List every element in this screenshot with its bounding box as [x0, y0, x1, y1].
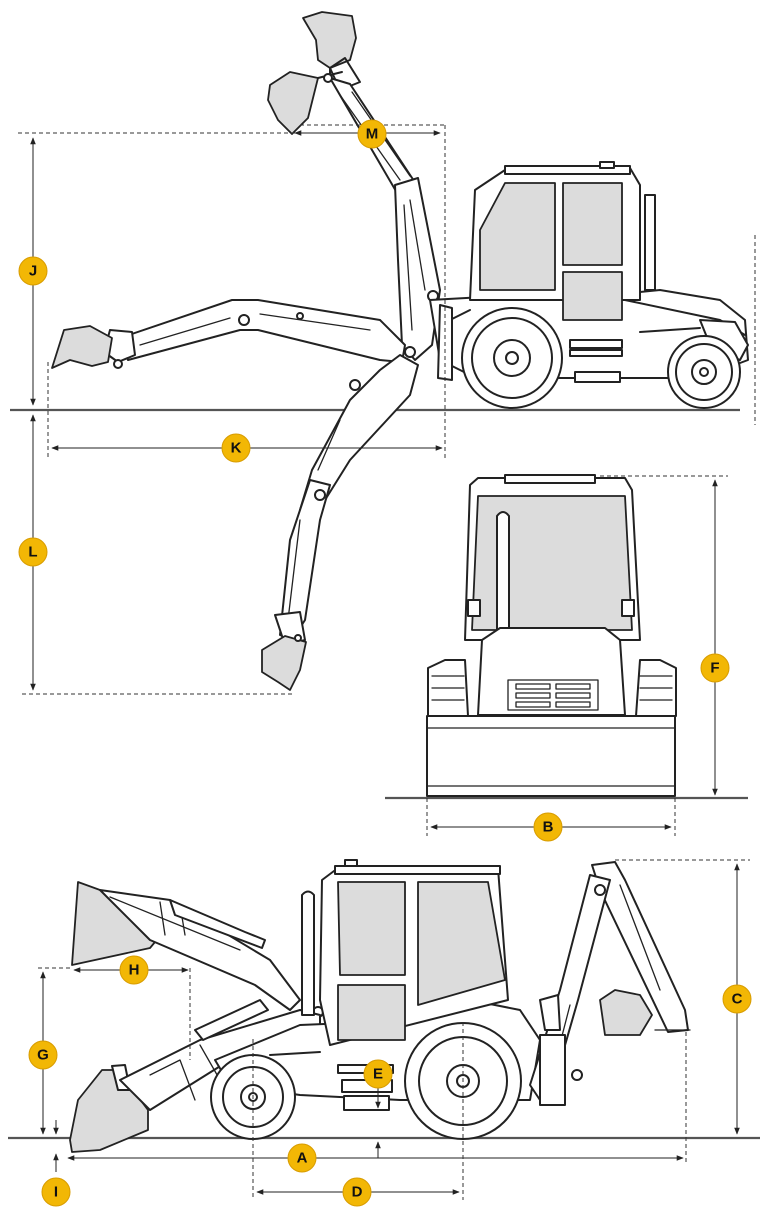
dimension-badge-a: A	[287, 1143, 317, 1173]
front-mirror-right	[621, 599, 635, 617]
dimension-label-a: A	[297, 1150, 308, 1167]
front-windshield	[471, 495, 633, 631]
dimension-badge-l: L	[18, 537, 48, 567]
dimension-badge-d: D	[342, 1177, 372, 1207]
dimension-label-j: J	[29, 263, 37, 280]
front-hood	[477, 627, 626, 716]
dimension-label-c: C	[732, 991, 743, 1008]
front-view: F B	[385, 474, 748, 842]
dimension-label-d: D	[352, 1184, 363, 1201]
dimension-badge-h: H	[119, 955, 149, 985]
dimension-badge-g: G	[28, 1040, 58, 1070]
front-mirror-left	[467, 599, 481, 617]
backhoe-reach-view: M J K L	[10, 11, 756, 695]
dimension-label-h: H	[129, 962, 140, 979]
dimension-badge-k: K	[221, 433, 251, 463]
boom-lowered	[261, 354, 419, 691]
dimension-badge-f: F	[700, 653, 730, 683]
dimension-label-k: K	[231, 440, 242, 457]
front-roof-light	[504, 474, 596, 484]
dimension-badge-i: I	[41, 1177, 71, 1207]
front-grille	[507, 679, 599, 711]
boom-vertical	[394, 177, 441, 361]
wheels-top	[461, 307, 741, 409]
raised-bucket	[267, 11, 421, 199]
dimension-badge-c: C	[722, 984, 752, 1014]
dimension-label-e: E	[373, 1066, 383, 1083]
dimension-label-i: I	[54, 1184, 58, 1201]
dimension-badge-j: J	[18, 256, 48, 286]
dimension-badge-m: M	[357, 119, 387, 149]
front-loader-bucket	[426, 715, 676, 797]
dimension-label-m: M	[366, 126, 379, 143]
dimension-label-g: G	[37, 1047, 49, 1064]
boom-horizontal	[51, 299, 406, 369]
dimension-badge-e: E	[363, 1059, 393, 1089]
dimension-label-b: B	[543, 819, 554, 836]
dimension-badge-b: B	[533, 812, 563, 842]
loader-raised	[71, 881, 324, 1018]
side-view: C H G E A	[8, 859, 760, 1207]
dimension-label-l: L	[28, 544, 37, 561]
dimension-label-f: F	[710, 660, 719, 677]
side-backhoe	[529, 861, 691, 1106]
